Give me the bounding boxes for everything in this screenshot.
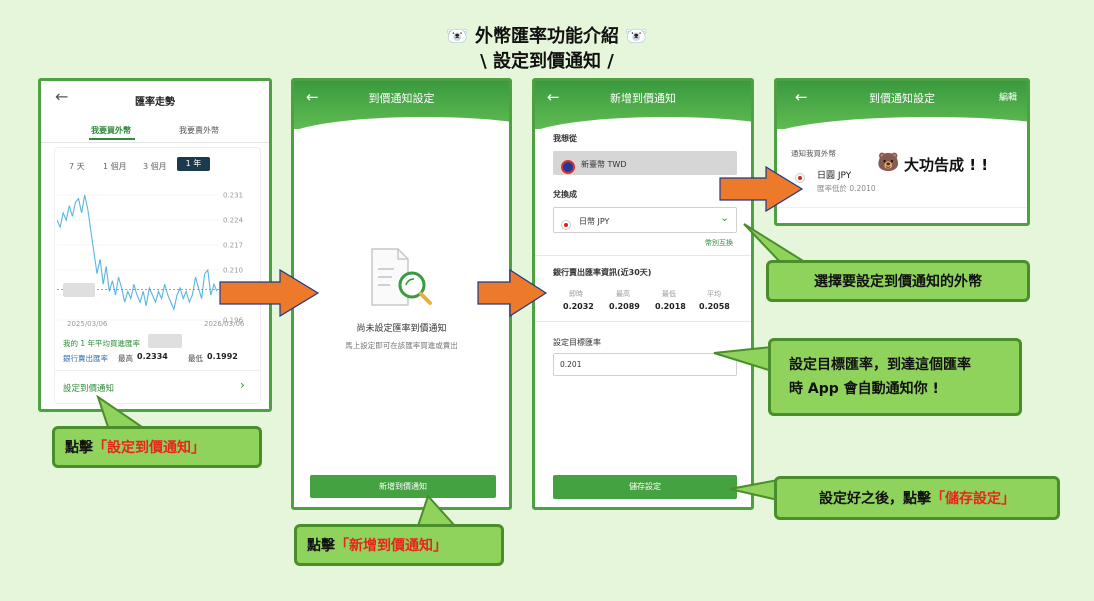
polar-bear-icon: 🐻‍❄️ xyxy=(446,26,469,47)
chart-end-date: 2026/03/06 xyxy=(204,320,245,328)
orange-arrow-right-icon xyxy=(719,165,804,213)
to-currency-value: 日幣 JPY xyxy=(579,217,610,226)
rates-info-label: 銀行賣出匯率資訊(近30天) xyxy=(553,268,652,277)
chevron-right-icon[interactable]: › xyxy=(240,378,245,392)
green-header xyxy=(294,81,509,139)
y-tick-label: 0.231 xyxy=(223,192,243,200)
low-value: 0.1992 xyxy=(207,352,238,361)
y-tick-label: 0.217 xyxy=(223,242,243,250)
y-tick-label: 0.196 xyxy=(223,317,244,325)
avg-value-redacted xyxy=(148,334,182,348)
high-value: 0.2334 xyxy=(137,352,168,361)
to-currency-select[interactable] xyxy=(553,207,737,233)
back-arrow-icon[interactable]: ← xyxy=(306,88,319,106)
rate-realtime-label: 即時 xyxy=(569,290,583,298)
card-divider xyxy=(54,370,261,371)
callout-tail xyxy=(713,345,773,373)
green-header xyxy=(777,81,1027,139)
callout-target-rate: 設定目標匯率，到達這個匯率 時 App 會自動通知你 ! xyxy=(768,338,1022,416)
orange-arrow-right-icon xyxy=(477,268,548,318)
period-1m[interactable]: 1 個月 xyxy=(103,162,127,171)
bear-face-icon: 🐻 xyxy=(877,152,900,173)
from-currency-field xyxy=(553,151,737,175)
tab-sell-foreign[interactable]: 我要賣外幣 xyxy=(179,126,219,135)
tabs-divider xyxy=(41,142,269,143)
from-currency-value: 新臺幣 TWD xyxy=(581,160,627,169)
period-3m[interactable]: 3 個月 xyxy=(143,162,167,171)
section-divider xyxy=(535,255,751,256)
alert-condition: 匯率低於 0.2010 xyxy=(817,184,876,193)
chevron-down-icon[interactable]: ⌄ xyxy=(720,211,730,224)
series-line xyxy=(57,194,218,312)
notify-buy-label: 通知我買外幣 xyxy=(791,149,836,158)
green-header xyxy=(535,81,751,139)
page-title: 🐻‍❄️ 外幣匯率功能介紹 🐻‍❄️ xyxy=(446,26,648,47)
new-price-alert-panel: ← 新增到價通知 我想從 新臺幣 TWD 兌換成 日幣 JPY ⌄ 幣別互換 銀… xyxy=(532,78,754,510)
japan-flag-icon xyxy=(561,214,571,233)
screen-title: 新增到價通知 xyxy=(610,92,676,105)
screen-title: 匯率走勢 xyxy=(135,97,175,108)
from-label: 我想從 xyxy=(553,134,577,143)
page-subtitle: \ 設定到價通知 / xyxy=(480,51,614,72)
y-tick-label: 0.210 xyxy=(223,267,243,275)
period-1y-selected[interactable]: 1 年 xyxy=(177,157,210,171)
sell-rate-label: 銀行賣出匯率 xyxy=(63,354,108,363)
callout-tail xyxy=(729,478,779,502)
target-rate-label: 設定目標匯率 xyxy=(553,338,601,347)
avg-rate-redacted xyxy=(63,283,95,297)
chart-card xyxy=(54,147,261,404)
screen-title: 到價通知設定 xyxy=(869,92,935,105)
period-7d[interactable]: 7 天 xyxy=(69,162,85,171)
success-text: 大功告成 ! ! xyxy=(904,156,989,174)
target-rate-input[interactable] xyxy=(553,353,737,376)
rate-avg-label: 平均 xyxy=(707,290,721,298)
callout-click-add-alert: 點擊「新增到價通知」 xyxy=(294,524,504,566)
save-settings-button[interactable]: 儲存設定 xyxy=(553,475,737,499)
polar-bear-icon: 🐻‍❄️ xyxy=(625,26,648,47)
target-rate-value: 0.201 xyxy=(560,360,582,369)
callout-select-currency: 選擇要設定到價通知的外幣 xyxy=(766,260,1030,302)
empty-state-title: 尚未設定匯率到價通知 xyxy=(356,324,447,334)
item-divider xyxy=(777,207,1027,208)
y-tick-label: 0.224 xyxy=(223,217,244,225)
document-search-icon xyxy=(371,248,432,306)
callout-tail xyxy=(416,494,458,527)
low-label: 最低 xyxy=(188,354,203,363)
callout-click-set-alert: 點擊「設定到價通知」 xyxy=(52,426,262,468)
back-arrow-icon[interactable]: ← xyxy=(55,87,69,106)
alert-currency: 日圓 JPY xyxy=(817,171,852,181)
empty-state-subtitle: 馬上設定即可在該匯率買進或賣出 xyxy=(345,341,458,350)
section-divider xyxy=(535,321,751,322)
tab-active-underline xyxy=(89,138,135,140)
price-alert-list-panel: ← 到價通知設定 編輯 通知我買外幣 日圓 JPY 匯率低於 0.2010 🐻 … xyxy=(774,78,1030,226)
tab-buy-foreign[interactable]: 我要買外幣 xyxy=(91,126,131,135)
high-label: 最高 xyxy=(118,354,133,363)
edit-button[interactable]: 編輯 xyxy=(999,93,1018,103)
set-price-alert-link[interactable]: 設定到價通知 xyxy=(63,384,115,394)
swap-currency-link[interactable]: 幣別互換 xyxy=(705,239,733,247)
rate-low-value: 0.2018 xyxy=(655,302,686,311)
rate-low-label: 最低 xyxy=(662,290,676,298)
price-alert-settings-panel: ← 到價通知設定 尚未設定匯率到價通知 馬上設定即可在該匯率買進或賣出 新增到價… xyxy=(291,78,512,510)
add-price-alert-button[interactable]: 新增到價通知 xyxy=(310,475,496,498)
taiwan-flag-icon xyxy=(561,156,575,175)
rate-high-value: 0.2089 xyxy=(609,302,640,311)
chart-start-date: 2025/03/06 xyxy=(67,320,108,328)
orange-arrow-right-icon xyxy=(219,268,320,318)
exchange-trend-panel: ← 匯率走勢 我要買外幣 我要賣外幣 7 天 1 個月 3 個月 1 年 0.2… xyxy=(38,78,272,412)
rate-avg-value: 0.2058 xyxy=(699,302,730,311)
screen-title: 到價通知設定 xyxy=(368,92,435,105)
japan-flag-icon xyxy=(795,167,805,186)
rate-high-label: 最高 xyxy=(616,290,630,298)
rate-realtime-value: 0.2032 xyxy=(563,302,594,311)
back-arrow-icon[interactable]: ← xyxy=(795,88,808,106)
to-label: 兌換成 xyxy=(553,190,577,199)
back-arrow-icon[interactable]: ← xyxy=(547,88,560,106)
callout-save-settings: 設定好之後，點擊「儲存設定」 xyxy=(774,476,1060,520)
avg-buy-label: 我的 1 年平均買進匯率 xyxy=(63,339,141,348)
